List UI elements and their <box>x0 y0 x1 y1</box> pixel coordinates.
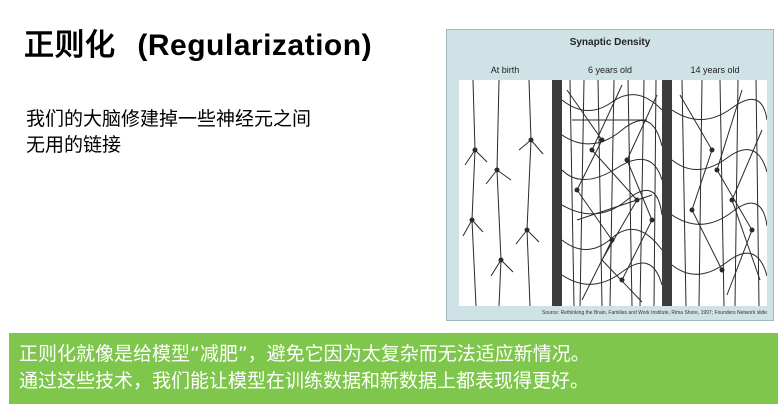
neuron-panel-14-years <box>672 80 767 306</box>
column-label-14-years: 14 years old <box>690 65 740 75</box>
neuron-panels <box>459 80 767 306</box>
slide-title-cn: 正则化 <box>24 28 116 63</box>
banner-line-1: 正则化就像是给模型“减肥”，避免它因为太复杂而无法适应新情况。 <box>19 343 590 365</box>
body-line-1: 我们的大脑修建掉一些神经元之间 <box>26 108 312 130</box>
body-line-2: 无用的链接 <box>26 134 122 156</box>
neuron-panel-6-years <box>562 80 662 306</box>
column-label-birth: At birth <box>490 65 520 75</box>
slide-title-en: (Regularization) <box>137 29 373 62</box>
slide-body-text: 我们的大脑修建掉一些神经元之间 无用的链接 <box>26 106 406 158</box>
neuron-panel-birth <box>459 80 552 306</box>
panel-divider-2 <box>662 80 672 306</box>
column-label-6-years: 6 years old <box>587 65 633 75</box>
figure-title: Synaptic Density <box>569 37 651 48</box>
panel-divider-1 <box>552 80 562 306</box>
summary-banner: 正则化就像是给模型“减肥”，避免它因为太复杂而无法适应新情况。 通过这些技术，我… <box>9 333 778 404</box>
banner-line-2: 通过这些技术，我们能让模型在训练数据和新数据上都表现得更好。 <box>19 370 590 392</box>
synaptic-density-figure: Synaptic Density At birth 6 years old 14… <box>446 29 774 321</box>
figure-source: Source: Rethinking the Brain, Families a… <box>541 310 767 316</box>
slide-title: 正则化 (Regularization) <box>24 20 372 64</box>
